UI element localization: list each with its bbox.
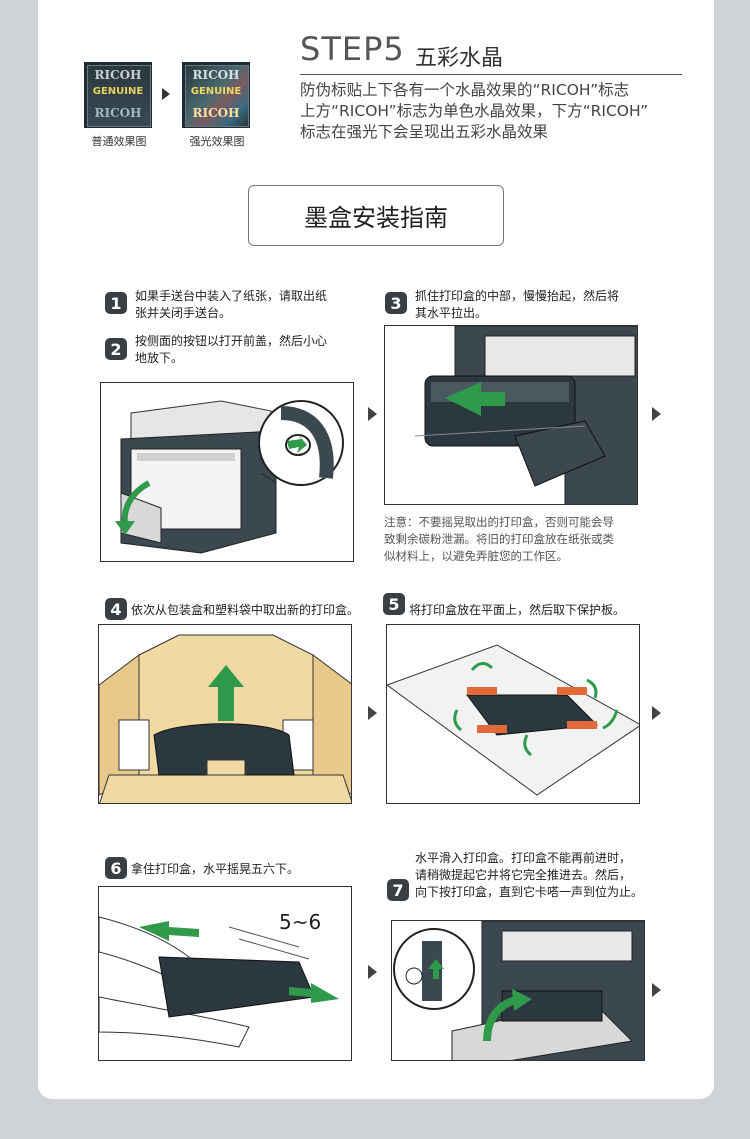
illustration-remove-protector [386, 624, 640, 804]
guide-title: 墨盒安装指南 [248, 185, 504, 246]
step-description: 防伪标贴上下各有一个水晶效果的“RICOH”标志 上方“RICOH”标志为单色水… [300, 81, 649, 141]
step-7-instruction: 水平滑入打印盒。打印盒不能再前进时， 请稍微提起它并将它完全推进去。然后， 向下… [415, 851, 644, 899]
arrow-right-icon [652, 706, 661, 720]
genuine-badge-bright: RICOH GENUINE RICOH [182, 62, 250, 128]
arrow-right-icon [162, 88, 170, 100]
step-divider [300, 74, 682, 75]
illustration-unbox-cartridge [98, 624, 352, 804]
step-number-2: 2 [105, 338, 127, 360]
arrow-right-icon [652, 407, 661, 421]
step-title: STEP5 [300, 30, 405, 68]
cartridge-box-illustration [99, 634, 351, 803]
step-number-6: 6 [105, 857, 127, 879]
step-number-1: 1 [105, 292, 127, 314]
step-2-instruction: 按侧面的按钮以打开前盖，然后小心 地放下。 [135, 334, 328, 365]
step-subtitle: 五彩水晶 [415, 46, 504, 71]
step-number-5: 5 [383, 593, 405, 615]
warning-note: 注意：不要摇晃取出的打印盒，否则可能会导 致剩余碳粉泄漏。将旧的打印盒放在纸张或… [384, 515, 614, 563]
illustration-insert-cartridge [391, 920, 645, 1061]
cartridge-shake-illustration: 5~6 [99, 910, 339, 1048]
printer-remove-cartridge-illustration [414, 326, 637, 504]
arrow-right-icon [368, 706, 377, 720]
genuine-badge-normal: RICOH GENUINE RICOH [84, 62, 152, 128]
illustration-remove-cartridge [384, 325, 638, 505]
illustration-open-cover [100, 382, 354, 562]
step-3-instruction: 抓住打印盒的中部，慢慢抬起，然后将 其水平拉出。 [415, 289, 620, 320]
step-number-7: 7 [387, 879, 409, 901]
step-1-instruction: 如果手送台中装入了纸张，请取出纸 张并关闭手送台。 [135, 289, 328, 320]
step-6-instruction: 拿住打印盒，水平摇晃五六下。 [131, 862, 300, 876]
step-4-instruction: 依次从包装盒和塑料袋中取出新的打印盒。 [131, 603, 360, 617]
step-5-instruction: 将打印盒放在平面上，然后取下保护板。 [409, 603, 626, 617]
step-number-4: 4 [105, 598, 127, 620]
illustration-shake-cartridge: 5~6 [98, 886, 352, 1061]
printer-open-cover-illustration [115, 400, 344, 554]
content-card: STEP5 五彩水晶 防伪标贴上下各有一个水晶效果的“RICOH”标志 上方“R… [38, 0, 714, 1099]
cartridge-protector-illustration [387, 644, 639, 796]
shake-count-label: 5~6 [279, 910, 321, 934]
arrow-right-icon [652, 983, 661, 997]
printer-insert-cartridge-illustration [393, 921, 644, 1060]
arrow-right-icon [368, 407, 377, 421]
badge-caption-bright: 强光效果图 [189, 135, 245, 148]
arrow-right-icon [368, 965, 377, 979]
badge-caption-normal: 普通效果图 [91, 135, 147, 148]
step-number-3: 3 [385, 292, 407, 314]
